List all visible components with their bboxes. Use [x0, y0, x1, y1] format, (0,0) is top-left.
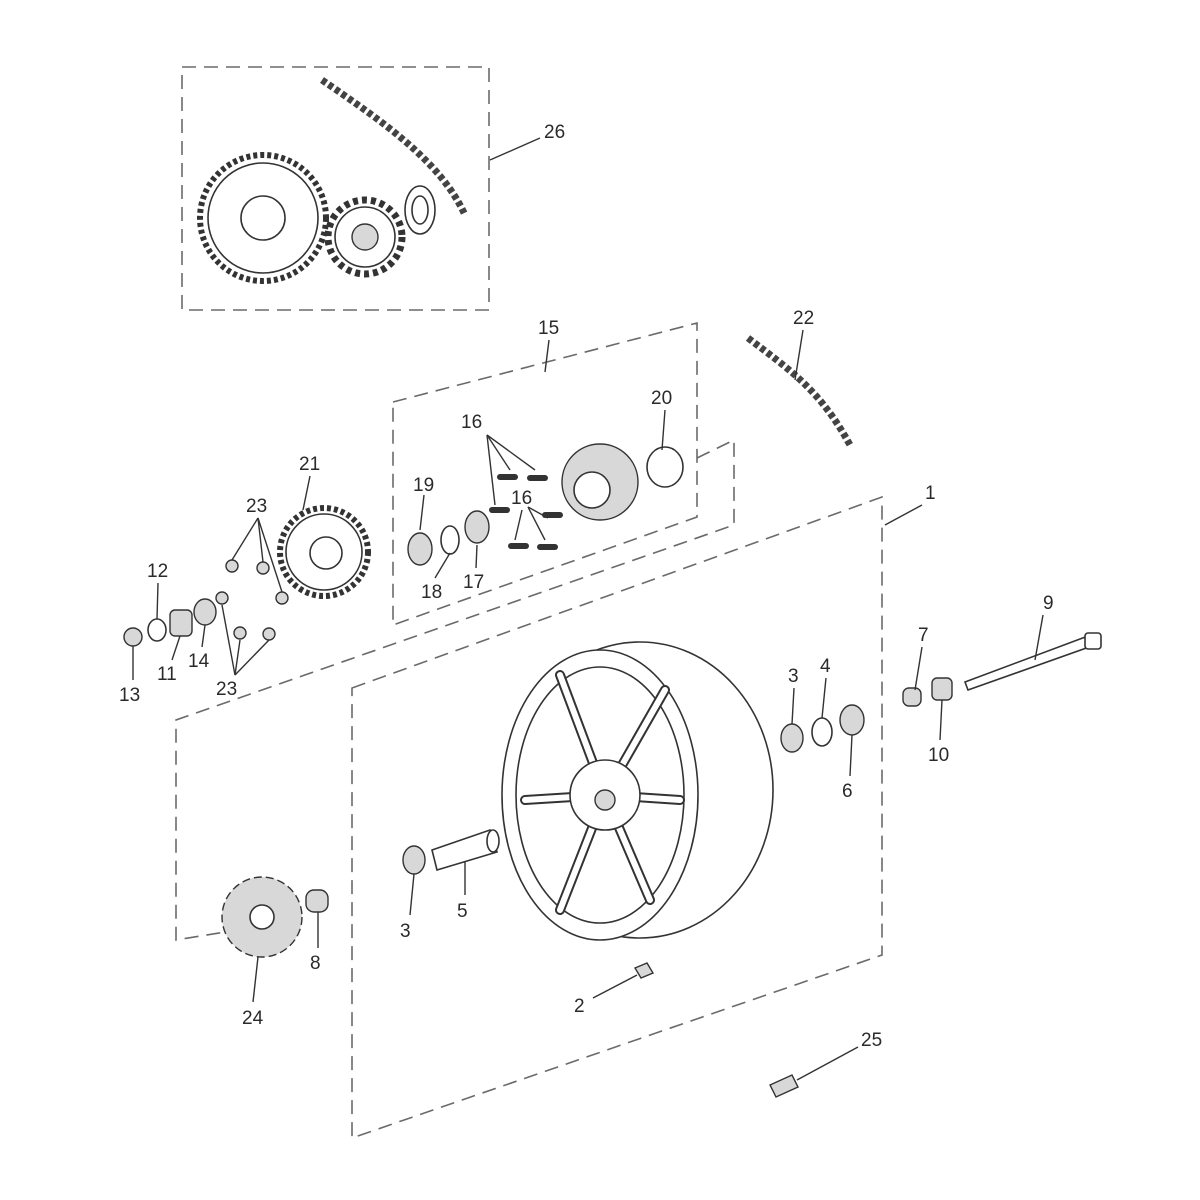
callout-11: 11 — [157, 664, 177, 685]
callout-16: 16 — [511, 488, 532, 509]
callout-23: 23 — [216, 679, 237, 700]
callout-8: 8 — [310, 953, 321, 974]
spacers-11-14 — [123, 598, 217, 647]
callout-6: 6 — [842, 781, 853, 802]
spacer-and-cush — [221, 828, 799, 1098]
callout-18: 18 — [421, 582, 442, 603]
callout-7: 7 — [918, 625, 929, 646]
callout-20: 20 — [651, 388, 672, 409]
callout-21: 21 — [299, 454, 320, 475]
hub-parts — [407, 443, 684, 566]
hub-group-box-15 — [392, 321, 698, 627]
sprocket-21 — [277, 505, 371, 599]
callout-12: 12 — [147, 561, 168, 582]
callout-14: 14 — [188, 651, 210, 672]
callout-16: 16 — [461, 412, 482, 433]
callout-23: 23 — [246, 496, 267, 517]
callout-5: 5 — [457, 901, 468, 922]
hub-link-dashes — [175, 438, 735, 941]
callout-24: 24 — [242, 1008, 264, 1029]
wheel-assembly-box-1 — [351, 495, 883, 1140]
callout-3: 3 — [400, 921, 411, 942]
callout-10: 10 — [928, 745, 949, 766]
callout-labels: 26 15 22 20 16 16 19 18 17 21 23 23 12 1… — [119, 122, 1054, 1051]
callout-26: 26 — [544, 122, 565, 143]
callout-3: 3 — [788, 666, 799, 687]
callout-19: 19 — [413, 475, 434, 496]
callout-17: 17 — [463, 572, 484, 593]
rear-wheel — [501, 641, 774, 941]
callout-9: 9 — [1043, 593, 1054, 614]
callout-22: 22 — [793, 308, 814, 329]
callout-2: 2 — [574, 996, 585, 1017]
callout-1: 1 — [925, 483, 936, 504]
callout-25: 25 — [861, 1030, 882, 1051]
callout-15: 15 — [538, 318, 559, 339]
kit-box-26 — [181, 66, 490, 311]
rear-sprocket-kit — [197, 77, 469, 284]
axle-parts — [780, 632, 1102, 753]
callout-13: 13 — [119, 685, 140, 706]
drive-chain-22 — [745, 335, 854, 447]
leader-lines — [132, 137, 1044, 1081]
callout-4: 4 — [820, 656, 831, 677]
